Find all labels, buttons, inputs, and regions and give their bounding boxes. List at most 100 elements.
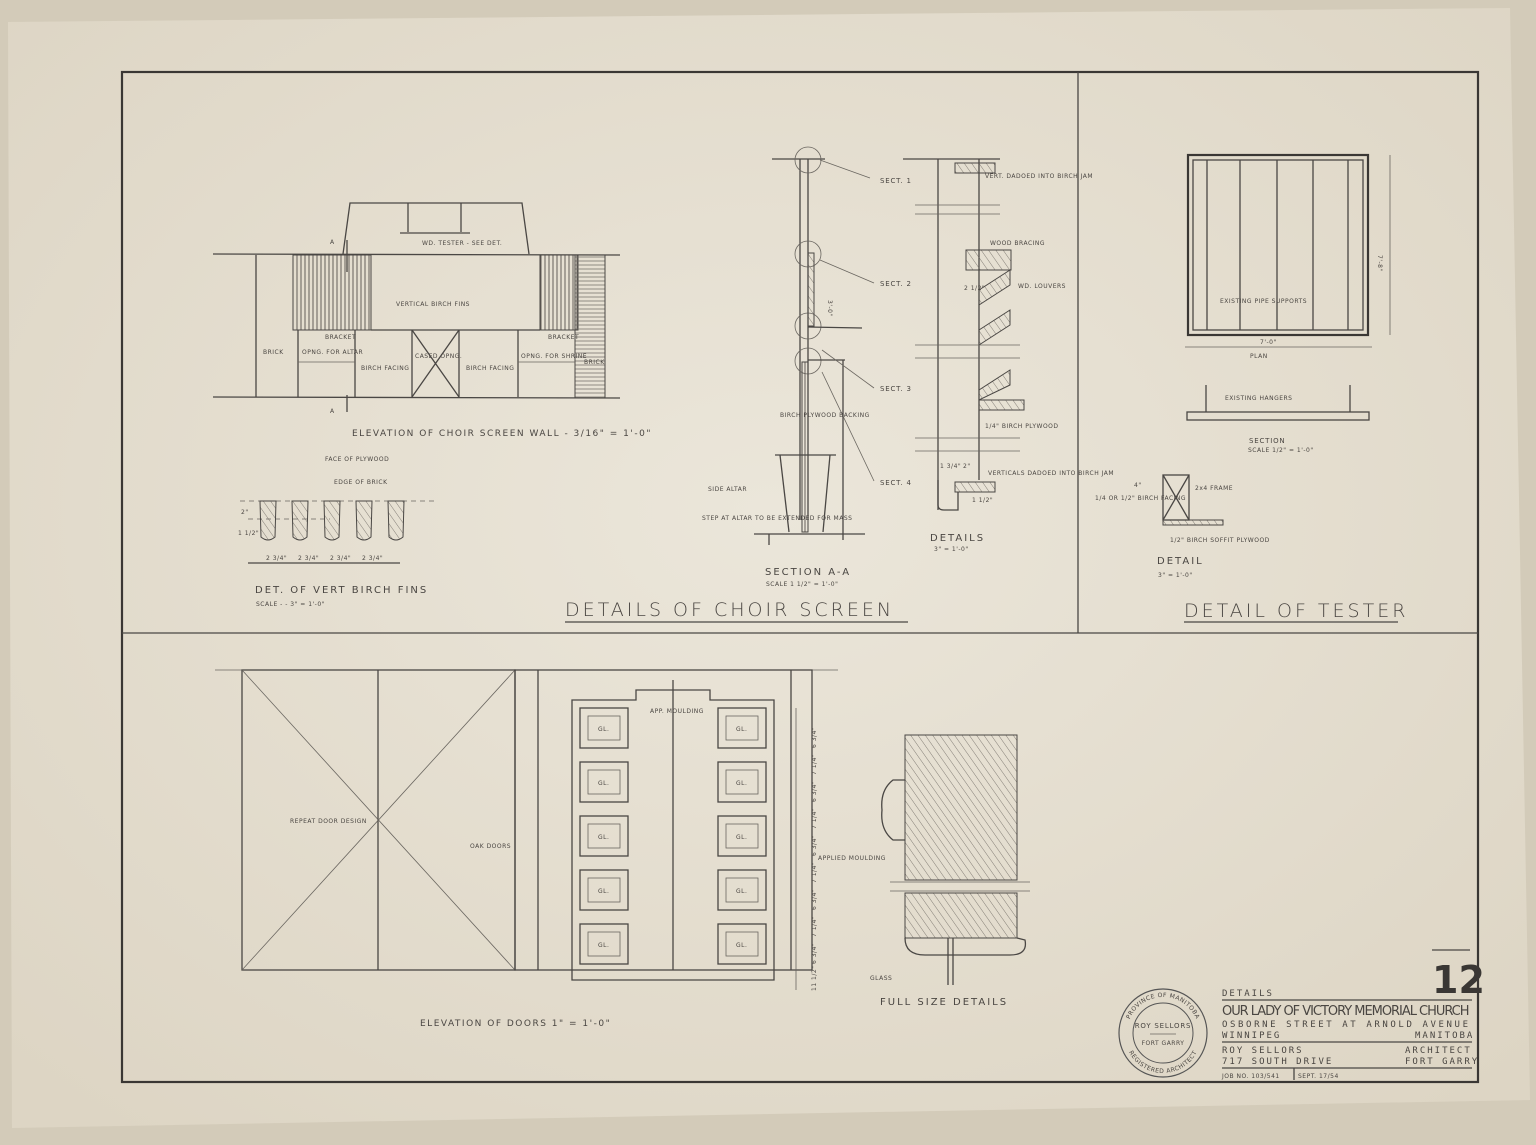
svg-text:BRICK: BRICK <box>263 349 284 356</box>
door-glass-inner <box>725 715 759 741</box>
svg-text:BRACKET: BRACKET <box>325 334 356 341</box>
svg-text:SCALE - - 3" = 1'-0": SCALE - - 3" = 1'-0" <box>256 601 325 608</box>
svg-text:12: 12 <box>1432 958 1485 1002</box>
svg-text:OSBORNE STREET AT ARNOLD AVENU: OSBORNE STREET AT ARNOLD AVENUE <box>1222 1020 1470 1030</box>
door-glass-panel <box>579 761 629 803</box>
birch-fin-profile <box>323 500 341 541</box>
door-glass-panel <box>579 815 629 857</box>
door-dimension: 7 1/4" <box>811 862 818 883</box>
svg-text:EXISTING HANGERS: EXISTING HANGERS <box>1225 395 1292 402</box>
paper-sheet <box>8 8 1530 1128</box>
svg-text:3" = 1'-0": 3" = 1'-0" <box>934 546 969 553</box>
door-dimension: 6 3/4" <box>811 943 818 964</box>
svg-text:3'-0": 3'-0" <box>826 300 833 317</box>
svg-text:SIDE ALTAR: SIDE ALTAR <box>708 486 747 493</box>
door-glass-panel <box>579 707 629 749</box>
svg-text:DETAILS: DETAILS <box>1222 989 1274 999</box>
svg-text:1 1/2": 1 1/2" <box>972 497 993 504</box>
svg-text:2 1/2": 2 1/2" <box>964 285 985 292</box>
svg-text:7'-0": 7'-0" <box>1260 339 1277 346</box>
svg-text:SECT. 2: SECT. 2 <box>880 280 912 288</box>
door-dimension: 6 3/4" <box>811 727 818 748</box>
svg-text:FACE OF PLYWOOD: FACE OF PLYWOOD <box>325 456 389 463</box>
svg-text:WD. LOUVERS: WD. LOUVERS <box>1018 283 1066 290</box>
svg-text:A: A <box>330 239 335 246</box>
svg-text:OUR LADY OF VICTORY MEMORIAL C: OUR LADY OF VICTORY MEMORIAL CHURCH <box>1222 1004 1470 1019</box>
birch-fin-profile <box>355 500 373 541</box>
svg-text:2 3/4": 2 3/4" <box>362 555 383 562</box>
door-panel-label: GL. <box>736 834 747 841</box>
svg-text:3" = 1'-0": 3" = 1'-0" <box>1158 572 1193 579</box>
door-panel-label: GL. <box>598 834 609 841</box>
svg-text:SECT. 3: SECT. 3 <box>880 385 912 393</box>
choir-screen-elevation: WD. TESTER - SEE DET. A A VERTICAL BIRCH… <box>212 202 652 439</box>
svg-text:BIRCH FACING: BIRCH FACING <box>361 365 409 372</box>
birch-fin-profile <box>259 500 277 541</box>
choir-screen-title: DETAILS OF CHOIR SCREEN <box>565 599 894 621</box>
svg-text:DETAIL: DETAIL <box>1157 556 1204 567</box>
svg-text:4": 4" <box>1134 482 1142 489</box>
section-a-a: SECT. 1 SECT. 2 SECT. 3 SECT. 4 3'-0" BI… <box>702 146 912 588</box>
door-panel-label: GL. <box>736 726 747 733</box>
door-panel-label: GL. <box>736 780 747 787</box>
svg-text:2x4 FRAME: 2x4 FRAME <box>1195 485 1233 492</box>
door-panel-label: GL. <box>598 942 609 949</box>
svg-text:1/2" BIRCH SOFFIT PLYWOOD: 1/2" BIRCH SOFFIT PLYWOOD <box>1170 537 1270 544</box>
svg-text:BIRCH FACING: BIRCH FACING <box>466 365 514 372</box>
svg-text:2": 2" <box>963 463 971 470</box>
door-dimension: 7 1/4" <box>811 754 818 775</box>
svg-text:ELEVATION OF CHOIR SCREEN WALL: ELEVATION OF CHOIR SCREEN WALL - 3/16" =… <box>352 429 652 439</box>
door-glass-panel <box>579 923 629 965</box>
svg-text:ARCHITECT: ARCHITECT <box>1405 1046 1472 1056</box>
svg-text:OAK DOORS: OAK DOORS <box>470 843 511 850</box>
svg-text:VERT. DADOED INTO BIRCH JAM: VERT. DADOED INTO BIRCH JAM <box>985 173 1093 180</box>
svg-text:FORT GARRY: FORT GARRY <box>1142 1040 1185 1047</box>
svg-text:DETAILS: DETAILS <box>930 533 985 544</box>
door-glass-inner <box>587 715 621 741</box>
title-block: 12 DETAILS OUR LADY OF VICTORY MEMORIAL … <box>1221 949 1485 1080</box>
door-glass-inner <box>587 823 621 849</box>
tester-detail: 7'-0" 7'-8" EXISTING PIPE SUPPORTS PLAN … <box>1095 153 1391 579</box>
door-dimension: 7 1/4" <box>811 808 818 829</box>
svg-text:BIRCH PLYWOOD BACKING: BIRCH PLYWOOD BACKING <box>780 412 870 419</box>
svg-text:GLASS: GLASS <box>870 975 892 982</box>
svg-text:WD. TESTER - SEE DET.: WD. TESTER - SEE DET. <box>422 240 502 247</box>
svg-text:2": 2" <box>241 509 249 516</box>
door-glass-inner <box>725 769 759 795</box>
door-glass-panel <box>717 923 767 965</box>
door-panel-label: GL. <box>598 888 609 895</box>
door-dimension: 6 3/4" <box>811 889 818 910</box>
svg-text:REPEAT DOOR DESIGN: REPEAT DOOR DESIGN <box>290 818 367 825</box>
door-glass-inner <box>725 931 759 957</box>
svg-text:ROY SELLORS: ROY SELLORS <box>1222 1046 1304 1056</box>
svg-text:BRICK: BRICK <box>584 359 605 366</box>
svg-text:SECT. 1: SECT. 1 <box>880 177 912 185</box>
svg-text:SEPT. 17/54: SEPT. 17/54 <box>1298 1073 1339 1080</box>
svg-text:SECTION: SECTION <box>1249 437 1285 445</box>
svg-text:EDGE OF BRICK: EDGE OF BRICK <box>334 479 388 486</box>
door-panel-label: GL. <box>598 726 609 733</box>
svg-text:EXISTING PIPE SUPPORTS: EXISTING PIPE SUPPORTS <box>1220 298 1307 305</box>
full-size-details: APPLIED MOULDING GLASS FULL SIZE DETAILS <box>818 734 1030 1008</box>
door-glass-inner <box>725 877 759 903</box>
svg-text:SECTION A-A: SECTION A-A <box>765 567 851 578</box>
brick-right <box>574 254 606 399</box>
door-glass-inner <box>725 823 759 849</box>
door-glass-inner <box>587 931 621 957</box>
svg-text:WOOD BRACING: WOOD BRACING <box>990 240 1045 247</box>
svg-text:VERTICALS DADOED INTO BIRCH JA: VERTICALS DADOED INTO BIRCH JAM <box>988 470 1114 477</box>
door-moulding-outline <box>571 689 775 981</box>
door-glass-panel <box>579 869 629 911</box>
door-dimension: 6 3/4" <box>811 835 818 856</box>
door-glass-panel <box>717 869 767 911</box>
svg-text:ROY SELLORS: ROY SELLORS <box>1135 1022 1192 1030</box>
svg-text:CASED OPNG.: CASED OPNG. <box>415 353 462 360</box>
door-dimension: 7 1/4" <box>811 916 818 937</box>
svg-text:APPLIED MOULDING: APPLIED MOULDING <box>818 855 886 862</box>
svg-text:1 3/4": 1 3/4" <box>940 463 961 470</box>
door-glass-panel <box>717 815 767 857</box>
svg-text:SECT. 4: SECT. 4 <box>880 479 912 487</box>
door-panel-label: GL. <box>736 888 747 895</box>
svg-text:FULL SIZE DETAILS: FULL SIZE DETAILS <box>880 997 1008 1008</box>
